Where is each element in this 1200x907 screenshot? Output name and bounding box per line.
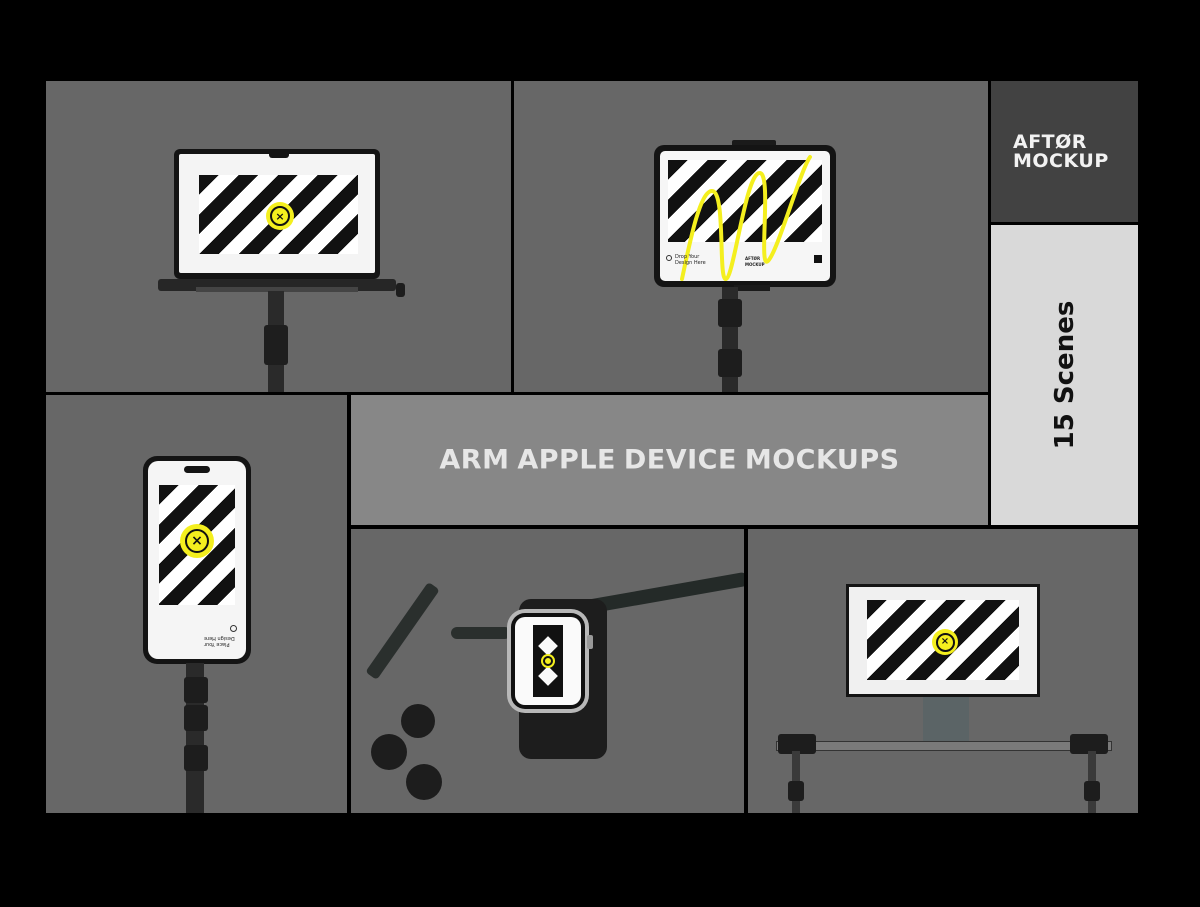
tablet-scene-panel: Drop Your Design Here AFTØR MOCKUP bbox=[514, 81, 988, 392]
placeholder-badge-icon: × bbox=[932, 629, 958, 655]
phone-scene-panel: × Place Your Design Here bbox=[46, 395, 347, 813]
monitor-scene-panel: × bbox=[748, 529, 1138, 813]
laptop-scene-panel: × bbox=[46, 81, 511, 392]
scene-count-panel: 15 Scenes bbox=[991, 225, 1138, 525]
watch-icon bbox=[507, 609, 589, 713]
placeholder-badge-icon: × bbox=[180, 524, 214, 558]
brand-logo: AFTØR MOCKUP bbox=[1013, 130, 1109, 172]
tablet-icon: Drop Your Design Here AFTØR MOCKUP bbox=[654, 145, 836, 287]
phone-icon: × Place Your Design Here bbox=[143, 456, 251, 664]
drop-design-text: Drop Your Design Here bbox=[675, 254, 706, 266]
placeholder-badge-icon bbox=[541, 654, 555, 668]
yellow-scribble-icon bbox=[680, 155, 812, 281]
monitor-icon: × bbox=[846, 584, 1040, 697]
laptop-icon: × bbox=[174, 149, 380, 279]
brand-logo-panel: AFTØR MOCKUP bbox=[991, 81, 1138, 222]
page-title: ARM APPLE DEVICE MOCKUPS bbox=[439, 444, 900, 476]
scene-count-label: 15 Scenes bbox=[1049, 300, 1080, 450]
screen-brand-text: AFTØR MOCKUP bbox=[745, 256, 765, 267]
watch-scene-panel bbox=[351, 529, 744, 813]
place-design-text: Place Your Design Here bbox=[204, 635, 235, 647]
title-panel: ARM APPLE DEVICE MOCKUPS bbox=[351, 395, 988, 525]
placeholder-badge-icon: × bbox=[266, 202, 294, 230]
